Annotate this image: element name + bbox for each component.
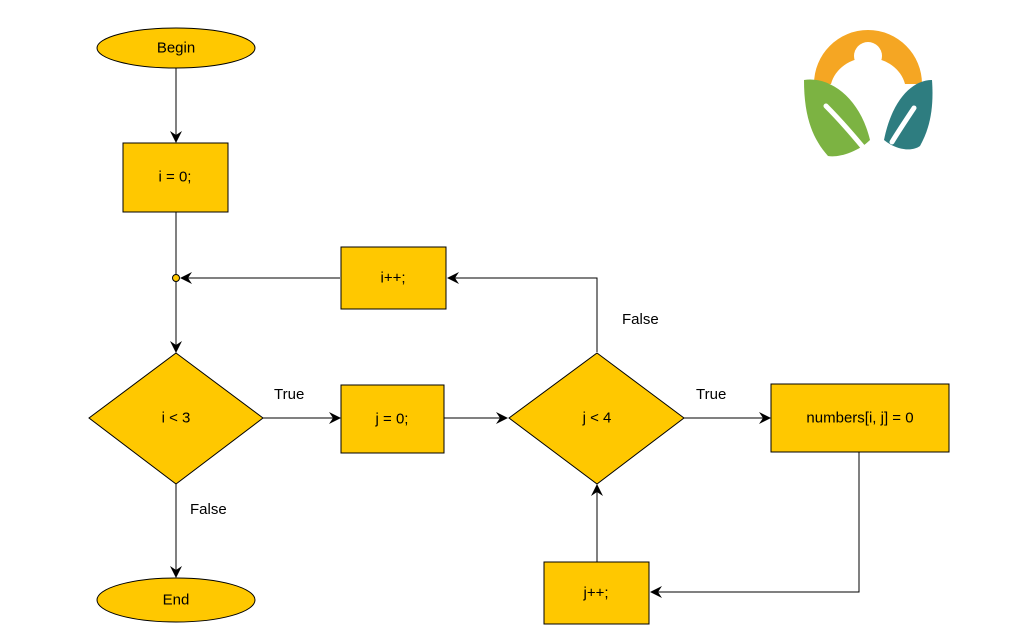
cond-i-node	[88, 352, 264, 485]
inc-j-label: j++;	[582, 585, 608, 602]
cond-j-true-label: True	[696, 386, 726, 403]
cond-j-node	[508, 352, 685, 485]
init-i-node	[122, 142, 229, 213]
edge-assign-to-inc-j	[650, 452, 860, 598]
assign-node	[770, 383, 950, 453]
begin-node	[96, 27, 256, 69]
begin-label: Begin	[157, 40, 195, 57]
cond-i-false-label: False	[190, 501, 227, 518]
edge-cond-j-false	[447, 272, 598, 352]
cond-i-label: i < 3	[162, 410, 191, 427]
assign-label: numbers[i, j] = 0	[806, 410, 913, 427]
end-node	[96, 577, 256, 623]
inc-j-node	[543, 561, 650, 625]
init-j-node	[340, 384, 445, 454]
person-leaves-logo-icon	[804, 30, 933, 157]
cond-j-label: j < 4	[582, 410, 612, 427]
cond-i-true-label: True	[274, 386, 304, 403]
merge-point	[172, 274, 180, 282]
inc-i-node	[340, 246, 447, 310]
inc-i-label: i++;	[380, 270, 405, 287]
cond-j-false-label: False	[622, 311, 659, 328]
init-i-label: i = 0;	[159, 169, 192, 186]
end-label: End	[163, 592, 190, 609]
init-j-label: j = 0;	[375, 411, 409, 428]
